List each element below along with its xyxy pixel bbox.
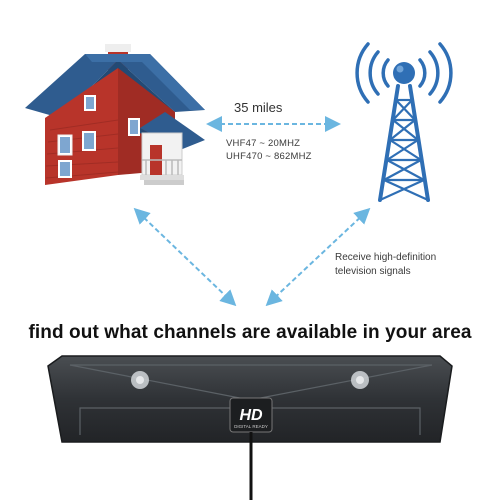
badge-hd: HD [239, 407, 263, 424]
receive-text-line1: Receive high-definition [335, 252, 437, 263]
signal-arrows [133, 116, 371, 307]
signal-waves-icon [355, 42, 453, 104]
distance-label: 35 miles [234, 100, 283, 115]
tower-icon [355, 42, 453, 202]
receive-text-line2: television signals [335, 266, 411, 277]
house-icon [25, 44, 205, 185]
vhf-frequency: VHF47 ~ 20MHZ [226, 138, 301, 149]
arrow-tower-antenna [265, 207, 371, 307]
antenna-panel-icon: HD DIGITAL READY [47, 355, 453, 500]
badge-sub: DIGITAL READY [234, 424, 268, 429]
suction-cup-icon [131, 371, 149, 389]
arrow-house-antenna [133, 207, 237, 307]
headline: find out what channels are available in … [28, 322, 472, 343]
suction-cup-icon [351, 371, 369, 389]
uhf-frequency: UHF470 ~ 862MHZ [226, 151, 312, 162]
